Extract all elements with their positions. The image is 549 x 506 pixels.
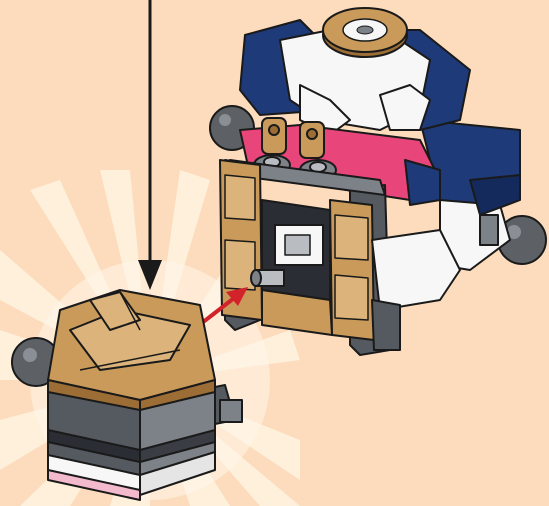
printed-round-tile-icon (323, 8, 407, 57)
lego-vehicle-icon (210, 8, 546, 355)
black-arrow-icon (138, 0, 162, 290)
